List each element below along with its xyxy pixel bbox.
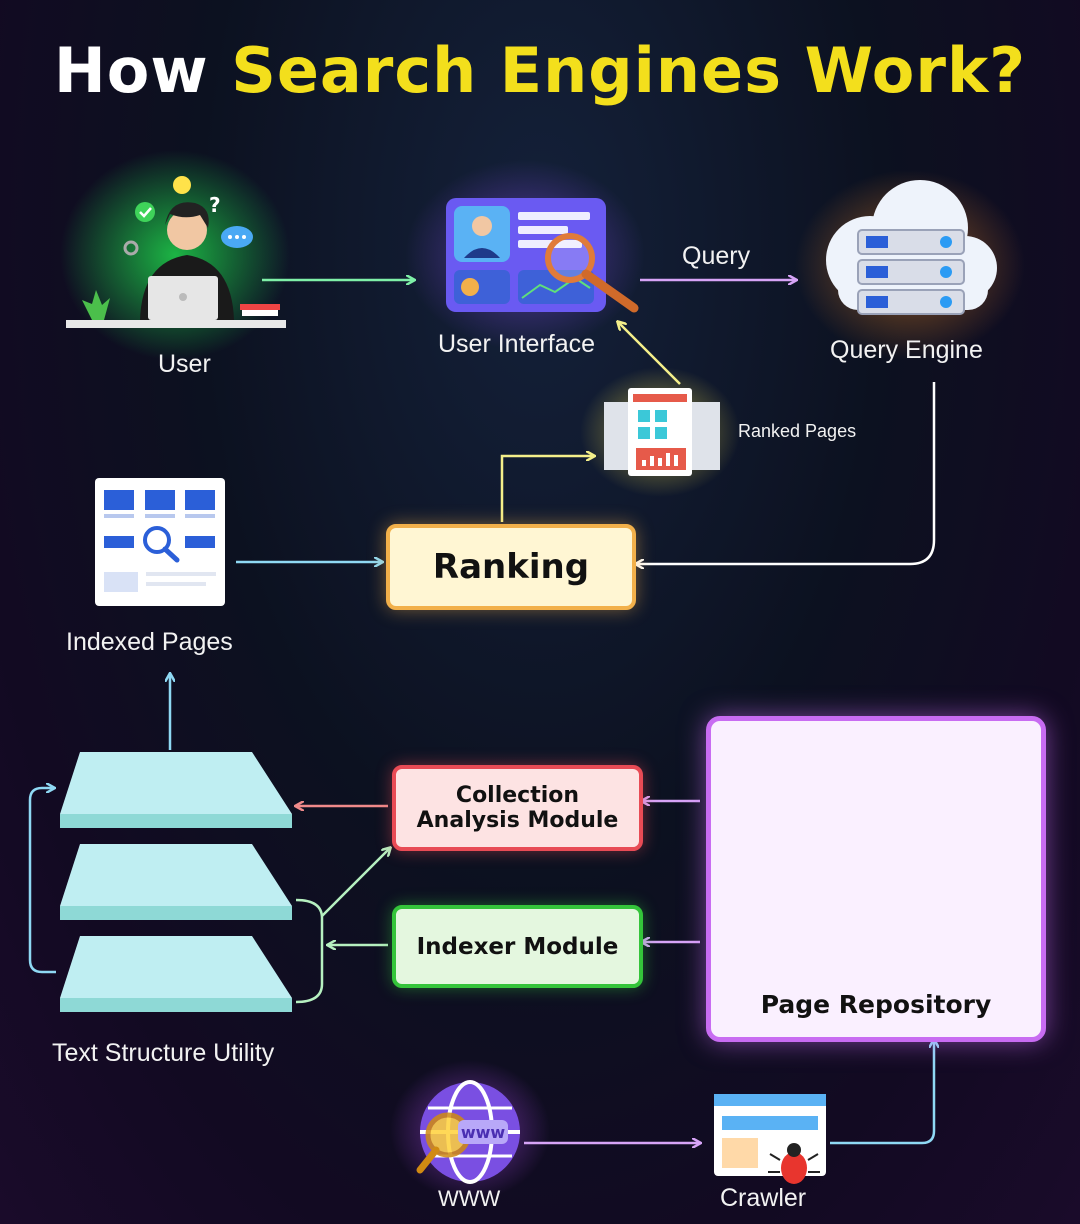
- page-repository-box: Page Repository: [706, 716, 1046, 1042]
- indexed-pages-label: Indexed Pages: [66, 628, 233, 656]
- query-edge-label: Query: [682, 242, 751, 270]
- globe-icon: www: [416, 1080, 520, 1184]
- page-title: How Search Engines Work?: [0, 34, 1080, 107]
- arrow-stack-loop: [28, 788, 56, 974]
- indexed-pages-icon: [95, 478, 225, 606]
- www-badge-text: www: [461, 1123, 506, 1142]
- indexer-label: Indexer Module: [416, 933, 619, 960]
- ranking-label: Ranking: [432, 547, 590, 587]
- text-structure-label: Text Structure Utility: [52, 1039, 275, 1067]
- collection-label-line1: Collection: [455, 783, 580, 808]
- user-icon: ?: [66, 176, 286, 328]
- collection-label-line2: Analysis Module: [416, 808, 619, 833]
- arrow-stack-to-collection: [321, 848, 390, 917]
- ranking-box: Ranking: [386, 524, 636, 610]
- www-label: WWW: [438, 1186, 501, 1211]
- arrow-ranking-to-ranked: [500, 456, 594, 522]
- arrows: [28, 280, 936, 1145]
- page-repository-label: Page Repository: [760, 990, 992, 1019]
- user-interface-label: User Interface: [438, 330, 596, 358]
- crawler-label: Crawler: [720, 1184, 807, 1212]
- arrow-query-engine-to-ranking: [636, 382, 936, 564]
- arrow-crawler-to-repo: [830, 1040, 934, 1145]
- server-cloud-icon: [826, 180, 997, 315]
- ranked-pages-icon: [604, 388, 720, 476]
- title-prefix: How: [53, 34, 209, 107]
- text-structure-stack-icon: [60, 752, 292, 1012]
- title-highlight: Search Engines Work?: [231, 34, 1027, 107]
- crawler-icon: [714, 1094, 826, 1184]
- arrow-ranked-to-ui: [618, 322, 681, 385]
- indexer-module-box: Indexer Module: [392, 905, 643, 988]
- stack-bracket: [295, 898, 324, 1004]
- ranked-pages-label: Ranked Pages: [738, 421, 857, 441]
- collection-analysis-box: Collection Analysis Module: [392, 765, 643, 851]
- user-interface-icon: [446, 198, 639, 313]
- user-label: User: [158, 350, 211, 378]
- svg-text:?: ?: [209, 193, 221, 217]
- query-engine-label: Query Engine: [830, 336, 983, 364]
